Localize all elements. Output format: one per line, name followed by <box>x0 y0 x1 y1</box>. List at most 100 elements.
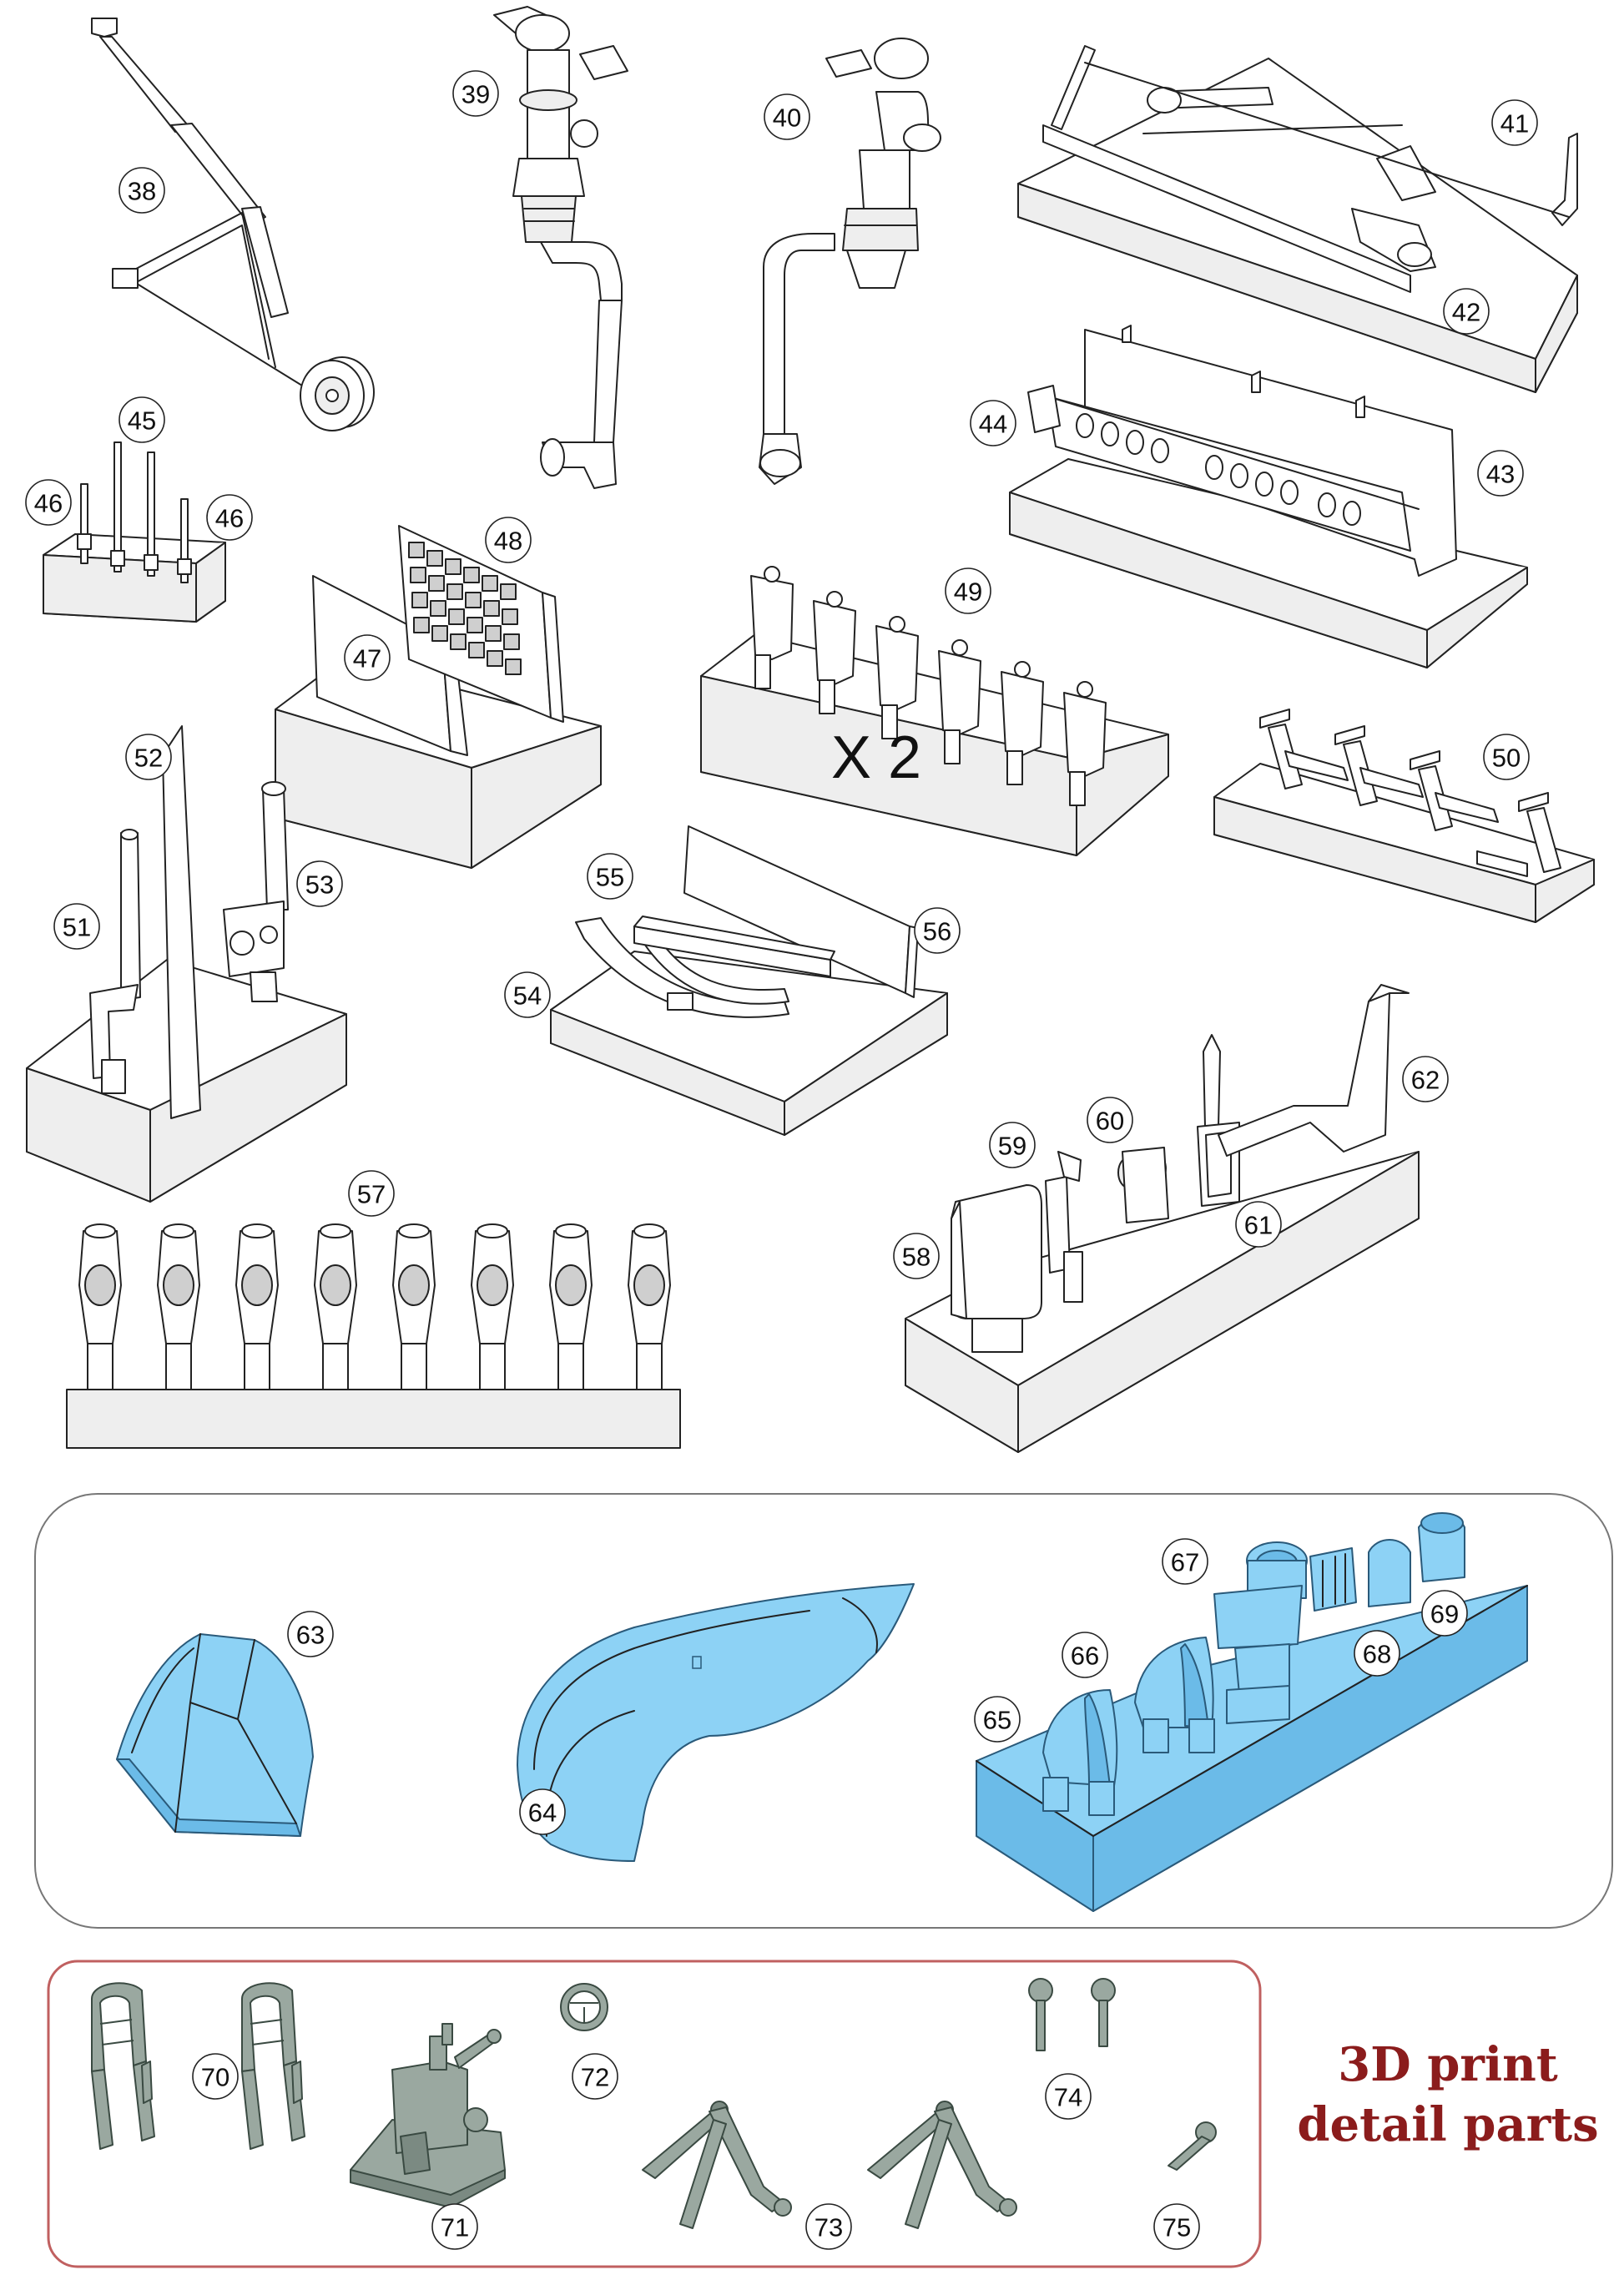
callout-number: 43 <box>1486 460 1515 489</box>
callout-number: 50 <box>1492 744 1521 773</box>
callout-circle <box>519 1788 566 1835</box>
callout-circle <box>1477 450 1524 497</box>
part-callout-p45: 45 <box>119 396 165 443</box>
part-callout-p59: 59 <box>989 1122 1036 1168</box>
callout-number: 59 <box>998 1132 1026 1161</box>
callout-circle <box>431 2203 478 2250</box>
callout-number: 75 <box>1163 2213 1191 2242</box>
part-callout-p38: 38 <box>119 167 165 214</box>
part-49-ammo-boxes <box>700 566 1169 856</box>
quantity-multiplier: X 2 <box>831 724 921 791</box>
callout-circle <box>125 734 172 780</box>
part-70-seat-frames <box>91 1982 305 2150</box>
callout-number: 57 <box>357 1180 386 1209</box>
part-callout-p54: 54 <box>504 971 551 1018</box>
callout-circle <box>485 517 532 563</box>
callout-circle <box>1153 2203 1200 2250</box>
part-50-pedals <box>1213 709 1595 923</box>
part-71-throttle-quadrant <box>350 2023 506 2208</box>
callout-number: 56 <box>923 917 951 946</box>
callout-number: 61 <box>1244 1211 1273 1240</box>
part-callout-p67: 67 <box>1162 1538 1208 1585</box>
callout-circle <box>1062 1632 1108 1678</box>
callout-circle <box>970 400 1016 446</box>
part-callout-p39: 39 <box>452 70 499 117</box>
callout-circle <box>287 1611 334 1657</box>
part-callout-p53: 53 <box>296 860 343 907</box>
callout-circle <box>504 971 551 1018</box>
callout-circle <box>119 167 165 214</box>
callout-circle <box>945 567 991 614</box>
callout-number: 45 <box>128 406 156 436</box>
callout-circle <box>192 2053 239 2100</box>
part-callout-p75: 75 <box>1153 2203 1200 2250</box>
part-38-tail-wheel <box>91 18 375 431</box>
callout-number: 42 <box>1452 298 1480 327</box>
callout-circle <box>572 2053 618 2100</box>
part-callout-p66: 66 <box>1062 1632 1108 1678</box>
part-callout-p55: 55 <box>587 853 633 900</box>
part-callout-p40: 40 <box>764 93 810 140</box>
part-callout-p64: 64 <box>519 1788 566 1835</box>
print-title-line-2: detail parts <box>1297 2097 1599 2152</box>
callout-number: 54 <box>513 981 542 1011</box>
callout-circle <box>1087 1097 1133 1143</box>
callout-number: 58 <box>902 1243 931 1272</box>
callout-number: 40 <box>773 103 801 133</box>
callout-number: 52 <box>134 744 163 773</box>
callout-circle <box>119 396 165 443</box>
part-57-cylinders <box>66 1223 681 1449</box>
callout-number: 49 <box>954 578 982 607</box>
callout-number: 74 <box>1054 2083 1082 2112</box>
part-callout-p68: 68 <box>1354 1630 1400 1677</box>
callout-circle <box>989 1122 1036 1168</box>
part-callout-p58: 58 <box>893 1233 940 1279</box>
part-callout-p72: 72 <box>572 2053 618 2100</box>
callout-number: 47 <box>353 644 381 673</box>
callout-number: 72 <box>581 2063 609 2092</box>
part-callout-p47: 47 <box>344 634 391 681</box>
callout-circle <box>893 1233 940 1279</box>
part-callout-p62: 62 <box>1402 1056 1449 1102</box>
callout-circle <box>25 479 72 526</box>
part-callout-p46a: 46 <box>25 479 72 526</box>
callout-number: 62 <box>1411 1066 1440 1095</box>
part-72-control-wheel <box>560 1983 608 2031</box>
callout-number: 41 <box>1500 109 1529 139</box>
part-callout-p46b: 46 <box>206 494 253 541</box>
part-callout-p71: 71 <box>431 2203 478 2250</box>
callout-circle <box>1421 1590 1468 1637</box>
part-callout-p63: 63 <box>287 1611 334 1657</box>
part-54-55-56-block <box>550 825 948 1136</box>
part-callout-p43: 43 <box>1477 450 1524 497</box>
callout-number: 73 <box>815 2213 843 2242</box>
part-58-62-block <box>905 984 1420 1453</box>
callout-circle <box>974 1696 1021 1743</box>
part-callout-p48: 48 <box>485 517 532 563</box>
part-callout-p61: 61 <box>1235 1201 1282 1248</box>
part-callout-p42: 42 <box>1443 288 1490 335</box>
part-callout-p57: 57 <box>348 1170 395 1217</box>
part-callout-p49: 49 <box>945 567 991 614</box>
callout-circle <box>348 1170 395 1217</box>
callout-circle <box>587 853 633 900</box>
callout-number: 68 <box>1363 1640 1391 1669</box>
callout-number: 53 <box>305 870 334 900</box>
part-65-69-clear-block <box>976 1512 1528 1912</box>
callout-circle <box>1162 1538 1208 1585</box>
callout-circle <box>1483 734 1530 780</box>
part-39-main-leg <box>493 6 628 489</box>
print-parts-frame <box>47 1960 1262 2268</box>
part-51-52-53-block <box>26 725 347 1203</box>
callout-number: 60 <box>1096 1107 1124 1136</box>
callout-circle <box>764 93 810 140</box>
part-74-levers <box>1028 1978 1116 2051</box>
callout-number: 66 <box>1071 1642 1099 1671</box>
callout-number: 44 <box>979 410 1007 439</box>
part-40-main-leg <box>759 38 941 485</box>
callout-number: 51 <box>63 913 91 942</box>
callout-circle <box>53 903 100 950</box>
part-callout-p51: 51 <box>53 903 100 950</box>
